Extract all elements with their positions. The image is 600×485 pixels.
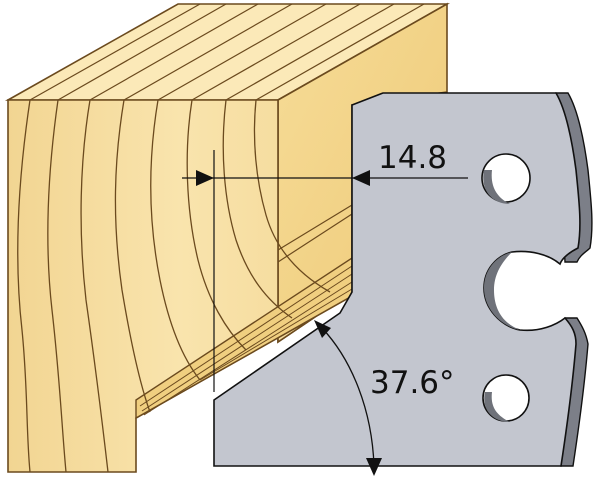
wood-bevel-grain <box>139 265 353 416</box>
cutter-knife <box>213 92 593 467</box>
lower-bolt-hole <box>482 374 530 422</box>
wood-top-grain <box>29 3 425 101</box>
width-dimension-label: 14.8 <box>378 140 447 176</box>
arrowhead-left <box>196 170 214 186</box>
angle-arrowhead-top <box>314 320 331 338</box>
width-dimension: 14.8 <box>182 140 468 392</box>
angle-dimension: 37.6° <box>314 320 455 476</box>
angle-dimension-label: 37.6° <box>370 365 455 401</box>
arrowhead-right <box>352 170 370 186</box>
wood-front-grain <box>17 99 331 473</box>
wood-block <box>4 2 451 473</box>
angle-arrowhead-bottom <box>366 458 382 476</box>
upper-bolt-hole <box>481 153 531 204</box>
wood-side-step <box>277 204 353 263</box>
knife-slot-shadow <box>484 252 520 330</box>
